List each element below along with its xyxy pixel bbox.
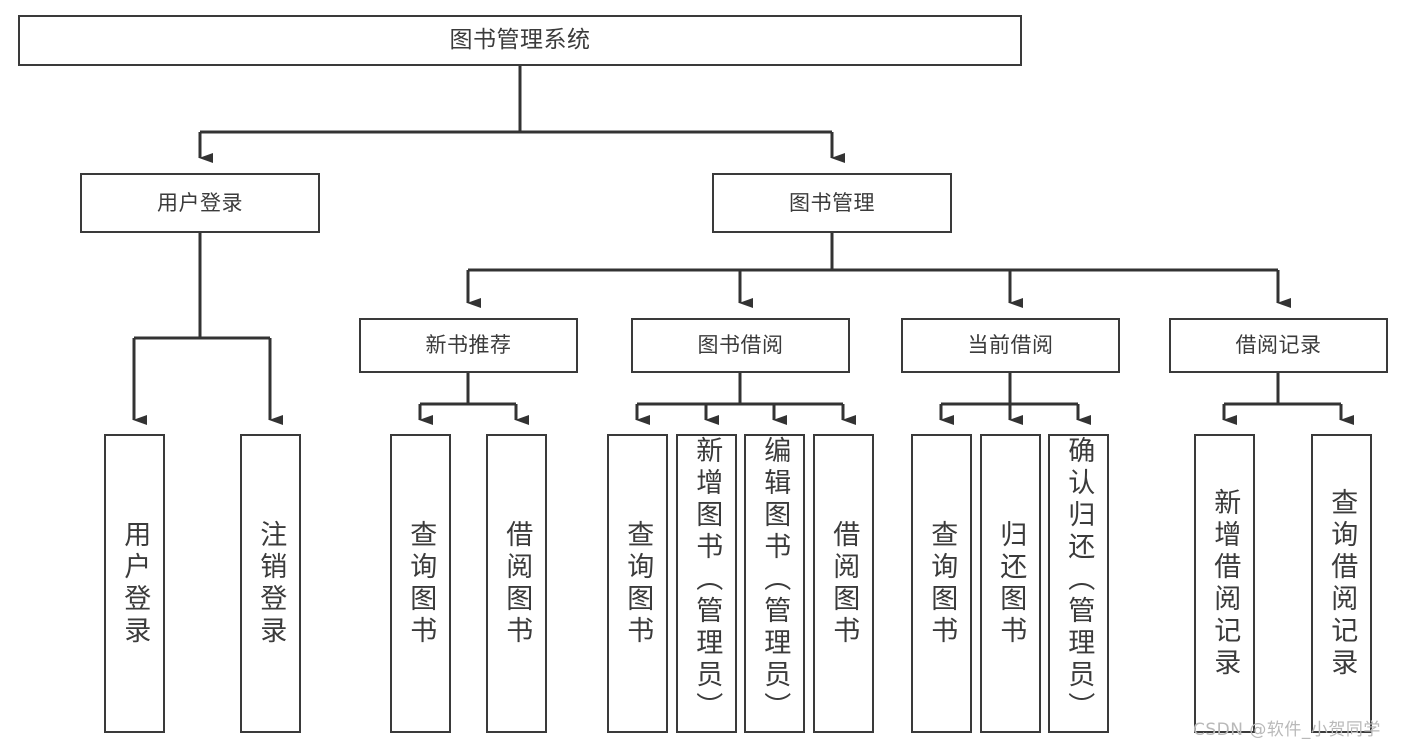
node-user-login-label: 用户登录	[157, 190, 243, 215]
node-new-book-recommend[interactable]: 新书推荐	[359, 318, 578, 373]
leaf-borrow-add-book[interactable]: 新增图书（管理员）	[676, 434, 737, 733]
leaf-current-confirm-return[interactable]: 确认归还（管理员）	[1048, 434, 1109, 733]
node-current-borrow-label: 当前借阅	[967, 333, 1054, 358]
leaf-current-confirm-return-label: 确认归还（管理员）	[1063, 436, 1095, 724]
leaf-record-add-record[interactable]: 新增借阅记录	[1194, 434, 1255, 733]
leaf-user-login-signin[interactable]: 用户登录	[104, 434, 165, 733]
leaf-borrow-edit-book-label: 编辑图书（管理员）	[759, 436, 791, 724]
node-root-system-label: 图书管理系统	[449, 26, 591, 53]
csdn-watermark: CSDN @软件_小贺同学	[1193, 720, 1381, 740]
node-current-borrow[interactable]: 当前借阅	[901, 318, 1120, 373]
leaf-current-return-book-label: 归还图书	[995, 519, 1027, 648]
leaf-borrow-query-book-label: 查询图书	[622, 519, 654, 648]
node-user-login[interactable]: 用户登录	[80, 173, 320, 233]
node-borrow-record[interactable]: 借阅记录	[1169, 318, 1388, 373]
leaf-new-book-borrow-label: 借阅图书	[501, 519, 533, 648]
node-new-book-recommend-label: 新书推荐	[425, 333, 512, 358]
node-book-borrow[interactable]: 图书借阅	[631, 318, 850, 373]
leaf-borrow-edit-book[interactable]: 编辑图书（管理员）	[744, 434, 805, 733]
leaf-record-add-record-label: 新增借阅记录	[1209, 487, 1241, 680]
leaf-current-return-book[interactable]: 归还图书	[980, 434, 1041, 733]
leaf-user-login-signout[interactable]: 注销登录	[240, 434, 301, 733]
leaf-record-query-record[interactable]: 查询借阅记录	[1311, 434, 1372, 733]
leaf-borrow-borrow-book[interactable]: 借阅图书	[813, 434, 874, 733]
leaf-current-query-book-label: 查询图书	[926, 519, 958, 648]
node-borrow-record-label: 借阅记录	[1235, 333, 1322, 358]
leaf-new-book-query[interactable]: 查询图书	[390, 434, 451, 733]
leaf-user-login-signout-label: 注销登录	[255, 519, 287, 648]
leaf-user-login-signin-label: 用户登录	[119, 519, 151, 648]
node-book-management-label: 图书管理	[789, 190, 875, 215]
leaf-new-book-query-label: 查询图书	[405, 519, 437, 648]
leaf-borrow-borrow-book-label: 借阅图书	[828, 519, 860, 648]
leaf-current-query-book[interactable]: 查询图书	[911, 434, 972, 733]
node-root-system[interactable]: 图书管理系统	[18, 15, 1022, 66]
leaf-borrow-query-book[interactable]: 查询图书	[607, 434, 668, 733]
node-book-management[interactable]: 图书管理	[712, 173, 952, 233]
leaf-record-query-record-label: 查询借阅记录	[1326, 487, 1358, 680]
leaf-borrow-add-book-label: 新增图书（管理员）	[691, 436, 723, 724]
node-book-borrow-label: 图书借阅	[697, 333, 784, 358]
leaf-new-book-borrow[interactable]: 借阅图书	[486, 434, 547, 733]
